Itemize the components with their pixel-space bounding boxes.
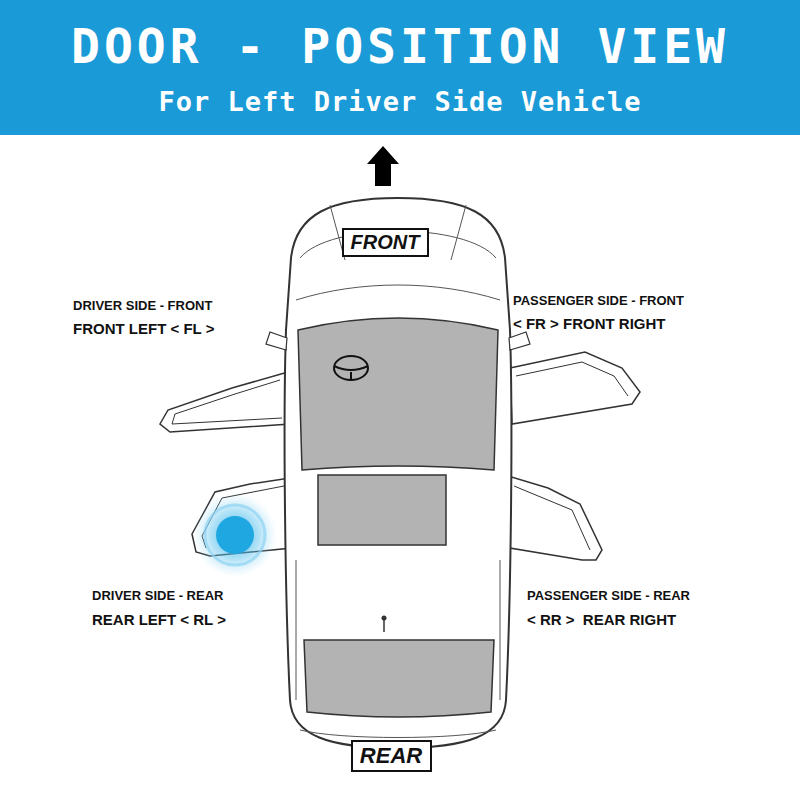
mirror xyxy=(509,332,530,350)
direction-arrow xyxy=(367,146,399,186)
page-subtitle: For Left Driver Side Vehicle xyxy=(158,86,641,117)
sunroof xyxy=(318,475,446,545)
rear-window xyxy=(304,640,494,717)
mirror xyxy=(266,332,287,350)
antenna xyxy=(383,620,385,632)
box-text: FRONT xyxy=(351,231,420,254)
highlight-ring xyxy=(205,505,265,565)
body-lines xyxy=(296,205,500,738)
door-side-label: PASSENGER SIDE - FRONT xyxy=(513,293,684,308)
page-title: DOOR - POSITION VIEW xyxy=(71,18,729,74)
door-code-label: REAR LEFT < RL > xyxy=(92,611,226,628)
door-side-label: PASSENGER SIDE - REAR xyxy=(527,588,690,603)
front-label-box: FRONT xyxy=(342,228,429,257)
windshield xyxy=(298,318,498,470)
highlight-glow xyxy=(193,493,277,577)
steering-wheel xyxy=(334,356,368,380)
door-code-label: FRONT LEFT < FL > xyxy=(73,320,214,337)
rear-label-box: REAR xyxy=(351,740,432,772)
steering-wheel xyxy=(334,366,368,380)
door-code-label: < RR > REAR RIGHT xyxy=(527,611,676,628)
box-text: REAR xyxy=(360,743,422,769)
door-code-label: < FR > FRONT RIGHT xyxy=(513,315,666,332)
door-side-label: DRIVER SIDE - REAR xyxy=(92,588,223,603)
highlight-dot xyxy=(216,516,254,554)
antenna xyxy=(382,616,387,621)
car-body xyxy=(285,198,512,748)
door-side-label: DRIVER SIDE - FRONT xyxy=(73,298,212,313)
